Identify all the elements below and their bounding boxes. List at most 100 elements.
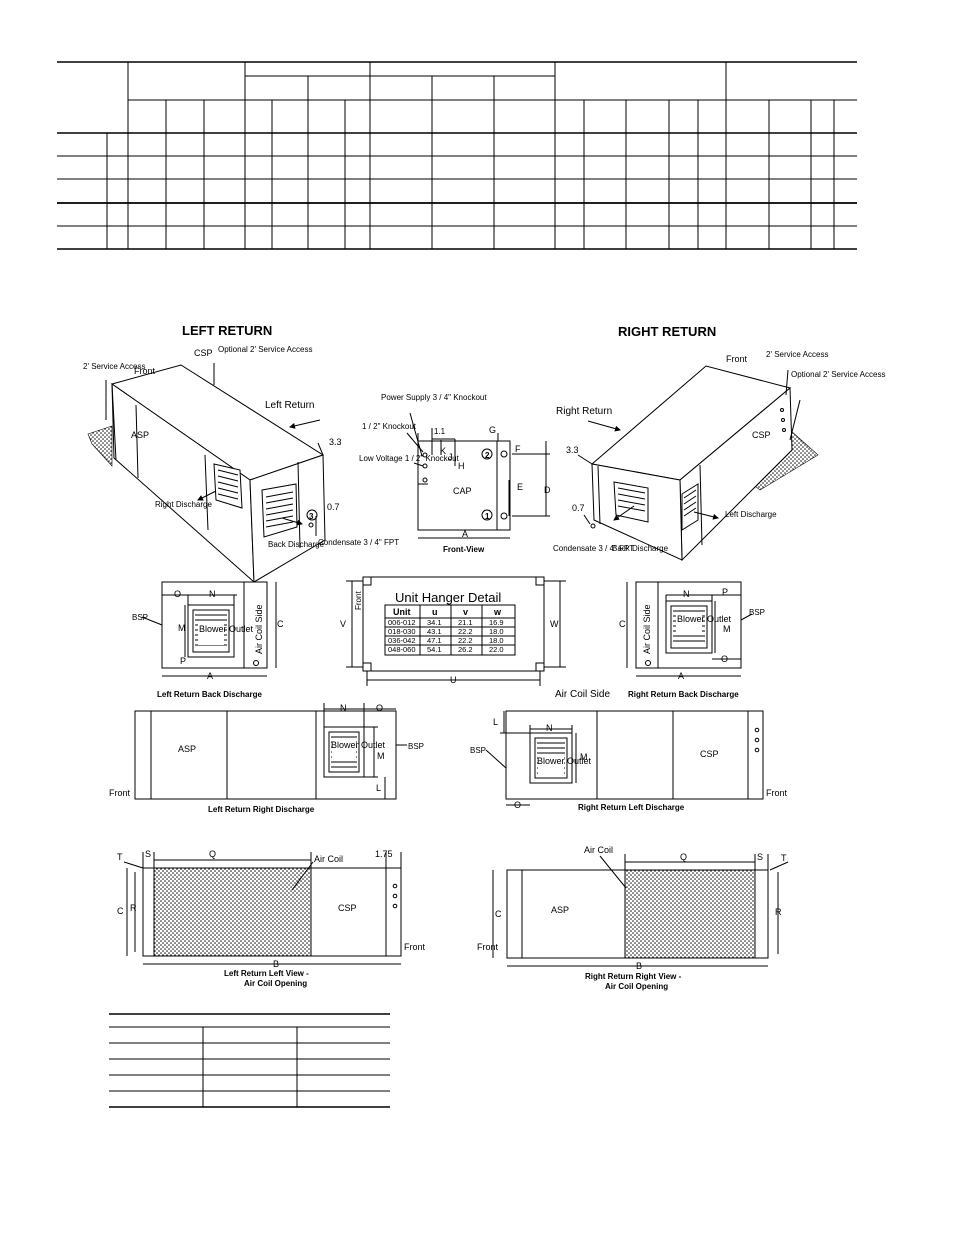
low-voltage-label: Low Voltage 1 / 2" Knockout (359, 454, 460, 463)
hanger-air-coil-side: Air Coil Side (555, 689, 610, 700)
front-view-caption: Front-View (443, 545, 485, 554)
rr-left-n: N (546, 723, 553, 733)
rr-left-blower-outlet: Blower Outlet (537, 756, 592, 766)
lr-right-discharge-drawing (134, 703, 407, 800)
rr-left-bsp: BSP (470, 746, 486, 755)
left-iso-asp-label: ASP (131, 430, 149, 440)
left-iso-dim-3-3: 3.3 (329, 437, 342, 447)
hanger-col-v: v (463, 607, 468, 617)
lr-coil-c: C (117, 906, 124, 916)
dim-g: G (489, 425, 496, 435)
hanger-cell: 22.2 (458, 627, 473, 636)
half-knockout-label: 1 / 2" Knockout (362, 422, 417, 431)
cap-label: CAP (453, 486, 472, 496)
hanger-cell: 26.2 (458, 645, 473, 654)
hanger-cell: 22.0 (489, 645, 504, 654)
bottom-table (109, 1013, 390, 1108)
lr-coil-s: S (145, 849, 151, 859)
hanger-u: U (450, 675, 457, 685)
lr-back-bsp: BSP (132, 613, 148, 622)
hanger-cell: 18.0 (489, 627, 504, 636)
hanger-cell: 006-012 (388, 618, 416, 627)
right-iso-back-discharge-label: Back Discharge (612, 544, 669, 553)
rr-back-discharge-drawing (626, 581, 753, 677)
lr-back-caption: Left Return Back Discharge (157, 690, 262, 699)
lr-right-asp: ASP (178, 744, 196, 754)
rr-coil-t: T (781, 853, 787, 863)
dim-f: F (515, 444, 521, 454)
dim-k: K (440, 446, 446, 456)
hanger-table: Unit u v w 006-012 34.1 21.1 16.9 018-03… (388, 607, 504, 654)
dim-j: J (448, 452, 453, 462)
lr-right-caption: Left Return Right Discharge (208, 805, 315, 814)
rr-back-blower-outlet: Blower Outlet (677, 614, 732, 624)
circle-3-label: 3 (309, 512, 314, 521)
right-iso-front-label: Front (726, 354, 748, 364)
rr-left-front: Front (766, 788, 788, 798)
rr-back-caption: Right Return Back Discharge (628, 690, 739, 699)
lr-back-c: C (277, 619, 284, 629)
hanger-title: Unit Hanger Detail (395, 590, 501, 605)
dim-d: D (544, 485, 551, 495)
lr-back-m: M (178, 623, 186, 633)
dim-a: A (462, 529, 468, 539)
hanger-col-u: u (432, 607, 438, 617)
lr-back-o: O (174, 589, 181, 599)
rr-coil-c: C (495, 909, 502, 919)
lr-coil-caption-1: Left Return Left View - (224, 969, 309, 978)
rr-left-csp: CSP (700, 749, 719, 759)
left-iso-csp-label: CSP (194, 348, 213, 358)
lr-right-o: O (376, 703, 383, 713)
lr-coil-t: T (117, 852, 123, 862)
lr-coil-dim-1-75: 1.75 (375, 849, 393, 859)
left-return-arrow-label: Left Return (265, 400, 314, 411)
rr-coil-air-coil: Air Coil (584, 845, 613, 855)
right-iso-dim-0-7: 0.7 (572, 503, 585, 513)
hanger-w: W (550, 619, 559, 629)
lr-coil-caption-2: Air Coil Opening (244, 979, 307, 988)
rr-back-o: O (721, 654, 728, 664)
lr-right-bsp: BSP (408, 742, 424, 751)
left-iso-dim-0-7: 0.7 (327, 502, 340, 512)
lr-back-blower-outlet: Blower Outlet (199, 624, 254, 634)
lr-right-l: L (376, 783, 381, 793)
rr-coil-front: Front (477, 942, 499, 952)
hanger-v: V (340, 619, 346, 629)
rr-back-bsp: BSP (749, 608, 765, 617)
dim-1-1: 1.1 (434, 427, 446, 436)
rr-left-l: L (493, 717, 498, 727)
dim-e: E (517, 482, 523, 492)
rr-back-air-coil-side: Air Coil Side (642, 604, 652, 654)
lr-back-p: P (180, 656, 186, 666)
lr-coil-front: Front (404, 942, 426, 952)
right-discharge-label: Right Discharge (155, 500, 212, 509)
lr-right-n: N (340, 703, 347, 713)
rr-back-c: C (619, 619, 626, 629)
rr-back-p: P (722, 587, 728, 597)
left-return-title: LEFT RETURN (182, 323, 272, 338)
lr-back-discharge-drawing (141, 581, 277, 677)
hanger-cell: 048-060 (388, 645, 416, 654)
hanger-cell: 34.1 (427, 618, 442, 627)
rr-coil-opening-drawing (492, 854, 789, 967)
right-service-access-label: 2' Service Access (766, 350, 828, 359)
rr-left-o: O (514, 800, 521, 810)
lr-coil-csp: CSP (338, 903, 357, 913)
rr-coil-asp: ASP (551, 905, 569, 915)
rr-coil-q: Q (680, 852, 687, 862)
lr-back-air-coil-side: Air Coil Side (254, 604, 264, 654)
rr-left-caption: Right Return Left Discharge (578, 803, 685, 812)
circle-1-label: 1 (485, 512, 490, 521)
lr-right-blower-outlet: Blower Outlet (331, 740, 386, 750)
rr-coil-s: S (757, 852, 763, 862)
lr-coil-q: Q (209, 849, 216, 859)
hanger-cell: 18.0 (489, 636, 504, 645)
right-return-isometric (577, 365, 819, 562)
lr-coil-r: R (130, 903, 137, 913)
hanger-cell: 16.9 (489, 618, 504, 627)
unit-hanger-drawing (346, 576, 566, 686)
right-iso-csp-label: CSP (752, 430, 771, 440)
right-optional-access-label: Optional 2' Service Access (791, 370, 885, 379)
rr-back-m: M (723, 624, 731, 634)
hanger-front-label: Front (354, 591, 363, 610)
